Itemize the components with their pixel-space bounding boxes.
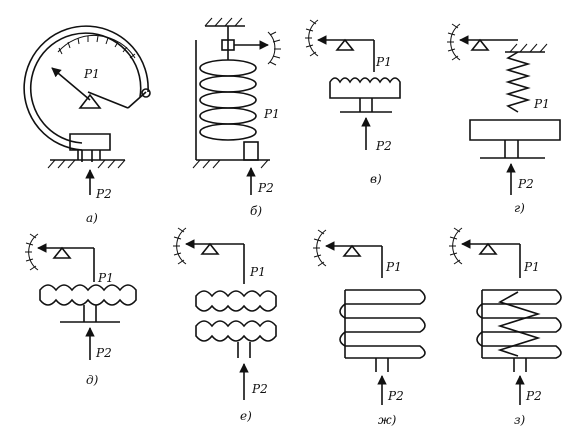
caption-d: д)	[86, 373, 99, 387]
label-b-p2: P2	[257, 181, 274, 195]
panel-d-membrane-box	[25, 233, 137, 360]
label-z-p2: P2	[525, 389, 542, 403]
panel-v-membrane	[305, 19, 401, 150]
label-zh-p2: P2	[387, 389, 404, 403]
label-d-p2: P2	[95, 346, 112, 360]
caption-zh: ж)	[378, 413, 397, 427]
dial-scale	[57, 34, 136, 59]
label-e-p2: P2	[251, 382, 268, 396]
labels: P1 P2 a) P1 P2 б) P1 P2 в) P1 P2 г) P1 P…	[83, 55, 550, 427]
panel-e-double-membrane	[173, 227, 277, 400]
label-z-p1: P1	[523, 260, 540, 274]
panel-g-membrane-spring	[447, 23, 561, 195]
label-a-p1: P1	[83, 67, 100, 81]
label-g-p2: P2	[517, 177, 534, 191]
panel-z-bellows-spring	[449, 227, 562, 405]
label-v-p2: P2	[375, 139, 392, 153]
caption-e: е)	[240, 409, 252, 423]
label-e-p1: P1	[249, 265, 266, 279]
caption-z: з)	[514, 413, 526, 427]
panel-b-helical-tube	[192, 17, 281, 195]
caption-v: в)	[370, 172, 382, 186]
label-g-p1: P1	[533, 97, 550, 111]
label-b-p1: P1	[263, 107, 280, 121]
caption-b: б)	[250, 204, 262, 218]
panel-zh-bellows	[313, 229, 426, 405]
label-v-p1: P1	[375, 55, 392, 69]
caption-a: a)	[86, 211, 98, 225]
gauge-needle	[51, 67, 91, 101]
label-zh-p1: P1	[385, 260, 402, 274]
label-a-p2: P2	[95, 187, 112, 201]
panel-a-bourdon-tube	[23, 25, 151, 195]
label-d-p1: P1	[97, 271, 114, 285]
caption-g: г)	[514, 201, 525, 215]
